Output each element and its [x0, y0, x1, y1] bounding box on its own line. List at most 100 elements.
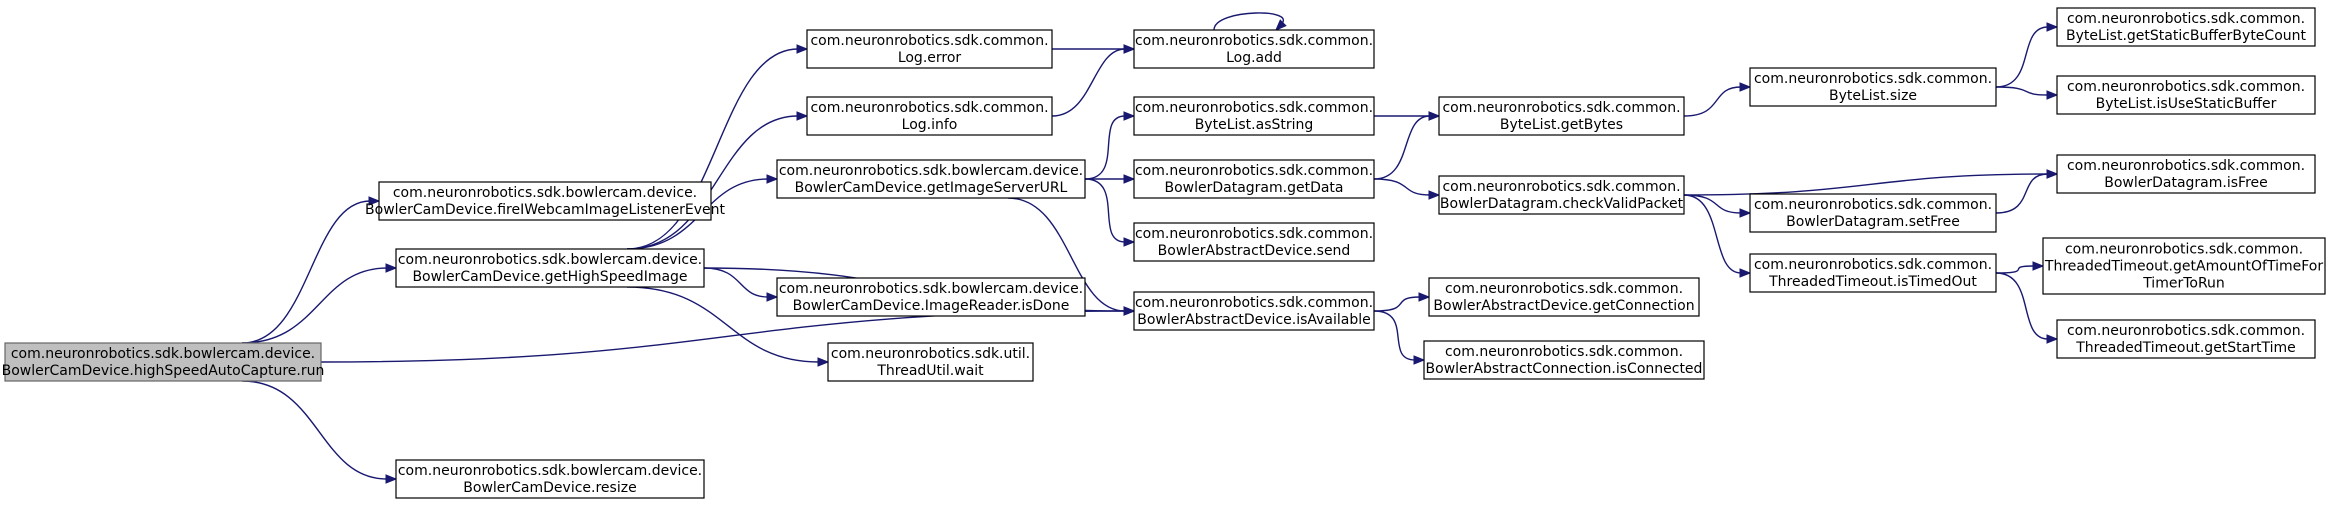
edge-arrowhead: [1418, 292, 1431, 302]
edge-line: [1995, 173, 2049, 214]
node-box: [2056, 75, 2316, 115]
node-log-error[interactable]: com.neuronrobotics.sdk.common.Log.error: [806, 29, 1053, 69]
node-label-line: com.neuronrobotics.sdk.common.: [1135, 163, 1373, 179]
node-is-use-static-buffer[interactable]: com.neuronrobotics.sdk.common.ByteList.i…: [2056, 75, 2316, 115]
edge-get-bytes-to-size: [1683, 82, 1752, 117]
node-label-line: com.neuronrobotics.sdk.common.: [1135, 100, 1373, 116]
edge-get-high-speed-to-log-info: [626, 111, 809, 250]
node-get-start-time[interactable]: com.neuronrobotics.sdk.common.ThreadedTi…: [2056, 319, 2316, 359]
node-is-connected[interactable]: com.neuronrobotics.sdk.common.BowlerAbst…: [1423, 340, 1705, 380]
node-box: [2056, 7, 2316, 47]
node-label-line: com.neuronrobotics.sdk.common.: [1754, 71, 1992, 87]
node-box: [806, 96, 1053, 136]
edge-check-valid-packet-to-is-free: [1683, 169, 2059, 196]
node-get-amount-of-time[interactable]: com.neuronrobotics.sdk.common.ThreadedTi…: [2042, 237, 2326, 295]
node-label-line: com.neuronrobotics.sdk.util.: [831, 346, 1030, 362]
node-label-line: com.neuronrobotics.sdk.common.: [810, 100, 1048, 116]
node-box: [2056, 319, 2316, 359]
node-box: [2056, 154, 2316, 194]
edge-arrowhead: [2046, 22, 2059, 32]
edge-line: [703, 267, 769, 298]
edge-line: [1084, 115, 1126, 180]
edge-arrowhead: [1739, 82, 1752, 92]
node-check-valid-packet[interactable]: com.neuronrobotics.sdk.common.BowlerData…: [1438, 175, 1685, 215]
edge-line: [1373, 115, 1431, 180]
edge-line: [241, 200, 371, 344]
node-label-line: Log.add: [1226, 50, 1282, 66]
edge-arrowhead: [766, 292, 779, 302]
node-label-line: com.neuronrobotics.sdk.common.: [1445, 344, 1683, 360]
node-get-image-server-url[interactable]: com.neuronrobotics.sdk.bowlercam.device.…: [776, 159, 1086, 199]
node-box: [395, 459, 705, 499]
node-label-line: com.neuronrobotics.sdk.common.: [1754, 197, 1992, 213]
node-image-reader-is-done[interactable]: com.neuronrobotics.sdk.bowlercam.device.…: [776, 277, 1086, 317]
node-set-free[interactable]: com.neuronrobotics.sdk.common.BowlerData…: [1749, 193, 1997, 233]
edge-arrowhead: [1123, 306, 1136, 316]
node-label-line: ByteList.asString: [1195, 117, 1314, 133]
node-fire-iwebcam[interactable]: com.neuronrobotics.sdk.bowlercam.device.…: [365, 181, 725, 221]
edge-is-available-to-get-connection: [1373, 292, 1431, 312]
edge-get-high-speed-to-thread-wait: [626, 286, 830, 367]
node-box: [1133, 222, 1375, 262]
node-label-line: ThreadedTimeout.isTimedOut: [1768, 274, 1977, 290]
node-label-line: BowlerAbstractDevice.send: [1158, 243, 1351, 259]
node-log-add[interactable]: com.neuronrobotics.sdk.common.Log.add: [1133, 29, 1375, 69]
edge-is-available-to-is-connected: [1373, 310, 1426, 365]
node-box: [1428, 277, 1700, 317]
node-is-available[interactable]: com.neuronrobotics.sdk.common.BowlerAbst…: [1133, 291, 1375, 331]
node-box: [827, 342, 1034, 382]
node-root[interactable]: com.neuronrobotics.sdk.bowlercam.device.…: [2, 342, 325, 382]
node-label-line: BowlerCamDevice.fireIWebcamImageListener…: [365, 202, 725, 218]
edge-line: [626, 48, 799, 250]
edge-arrowhead: [385, 263, 398, 273]
edge-line: [1213, 12, 1284, 31]
node-send[interactable]: com.neuronrobotics.sdk.common.BowlerAbst…: [1133, 222, 1375, 262]
edge-arrowhead: [1123, 44, 1136, 54]
node-box: [378, 181, 712, 221]
edge-arrowhead: [1123, 237, 1136, 247]
node-label-line: BowlerAbstractConnection.isConnected: [1426, 361, 1703, 377]
node-resize[interactable]: com.neuronrobotics.sdk.bowlercam.device.…: [395, 459, 705, 499]
edge-is-timed-out-to-get-start-time: [1995, 272, 2059, 344]
edge-log-add-to-log-add: [1213, 12, 1287, 31]
node-box: [1438, 175, 1685, 215]
edge-set-free-to-is-free: [1995, 169, 2059, 214]
node-get-high-speed[interactable]: com.neuronrobotics.sdk.bowlercam.device.…: [395, 248, 705, 288]
edge-arrowhead: [1739, 268, 1752, 278]
edge-arrowhead: [385, 474, 398, 484]
node-label-line: BowlerCamDevice.resize: [463, 480, 636, 496]
edge-get-data-to-check-valid-packet: [1373, 178, 1441, 200]
node-label-line: com.neuronrobotics.sdk.common.: [1445, 281, 1683, 297]
edge-line: [1373, 178, 1431, 196]
node-label-line: com.neuronrobotics.sdk.common.: [1442, 179, 1680, 195]
edge-line: [241, 267, 388, 344]
node-as-string[interactable]: com.neuronrobotics.sdk.common.ByteList.a…: [1133, 96, 1375, 136]
edge-line: [1007, 197, 1126, 312]
node-is-timed-out[interactable]: com.neuronrobotics.sdk.common.ThreadedTi…: [1749, 253, 1997, 293]
node-get-connection[interactable]: com.neuronrobotics.sdk.common.BowlerAbst…: [1428, 277, 1700, 317]
edge-get-high-speed-to-log-error: [626, 44, 809, 250]
node-is-free[interactable]: com.neuronrobotics.sdk.common.BowlerData…: [2056, 154, 2316, 194]
edge-arrowhead: [1428, 190, 1441, 200]
node-get-static-buffer-byte-count[interactable]: com.neuronrobotics.sdk.common.ByteList.g…: [2056, 7, 2316, 47]
edge-check-valid-packet-to-is-timed-out: [1683, 194, 1752, 278]
node-label-line: com.neuronrobotics.sdk.bowlercam.device.: [398, 463, 702, 479]
edge-root-to-fire-iwebcam: [241, 196, 381, 344]
node-label-line: ByteList.getBytes: [1500, 117, 1623, 133]
node-box: [1438, 96, 1685, 136]
node-box: [1133, 159, 1375, 199]
edge-arrowhead: [1123, 111, 1136, 121]
edge-arrowhead: [2046, 334, 2059, 344]
node-get-data[interactable]: com.neuronrobotics.sdk.common.BowlerData…: [1133, 159, 1375, 199]
edge-line: [1683, 194, 1742, 214]
node-log-info[interactable]: com.neuronrobotics.sdk.common.Log.info: [806, 96, 1053, 136]
edge-line: [1995, 86, 2049, 96]
node-box: [776, 277, 1086, 317]
edge-line: [1683, 194, 1742, 274]
node-thread-wait[interactable]: com.neuronrobotics.sdk.util.ThreadUtil.w…: [827, 342, 1034, 382]
edge-arrowhead: [368, 196, 381, 206]
node-label-line: com.neuronrobotics.sdk.common.: [1754, 257, 1992, 273]
node-size[interactable]: com.neuronrobotics.sdk.common.ByteList.s…: [1749, 67, 1997, 107]
node-get-bytes[interactable]: com.neuronrobotics.sdk.common.ByteList.g…: [1438, 96, 1685, 136]
